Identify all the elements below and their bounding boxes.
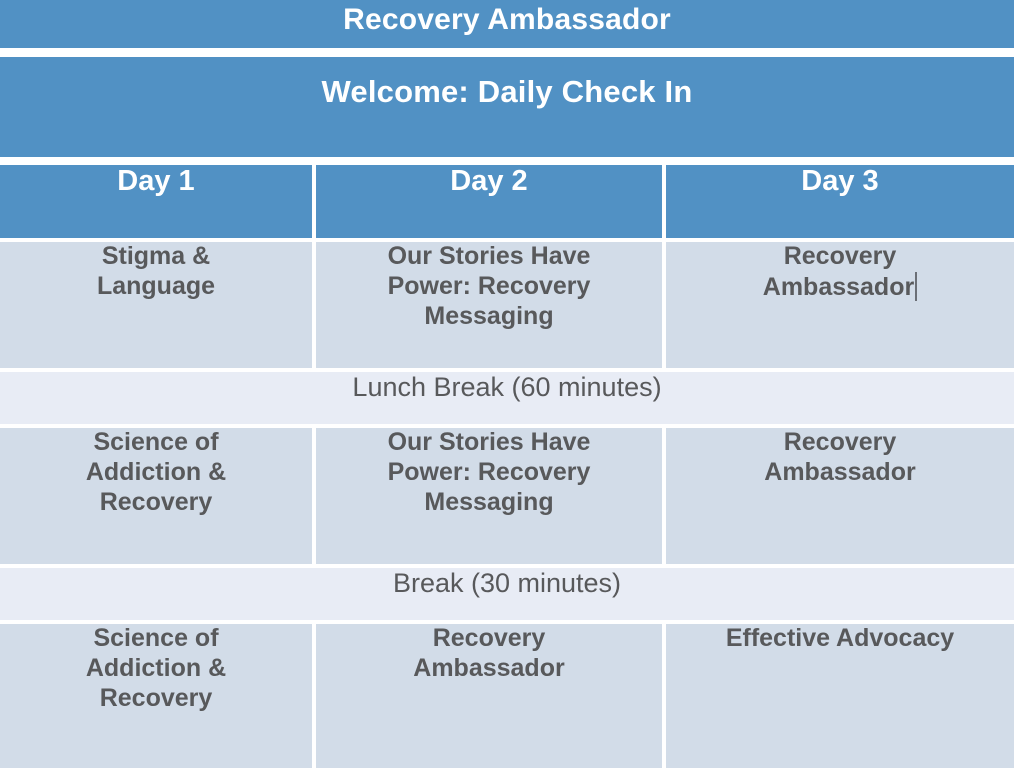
session-cell-text: Stigma & Language xyxy=(96,242,216,300)
session-cell-text: Our Stories Have Power: Recovery Messagi… xyxy=(387,242,591,330)
slide-title: Recovery Ambassador xyxy=(343,3,671,36)
table-row: Break (30 minutes) xyxy=(0,564,1014,620)
session-cell-day3-slot1[interactable]: Recovery Ambassador xyxy=(666,238,1014,368)
table-row: Science of Addiction & Recovery Recovery… xyxy=(0,620,1014,768)
session-cell-day1-slot2[interactable]: Science of Addiction & Recovery xyxy=(0,424,316,564)
table-row: Lunch Break (60 minutes) xyxy=(0,368,1014,424)
session-cell-text: Recovery Ambassador xyxy=(762,242,915,301)
slide-subtitle: Welcome: Daily Check In xyxy=(321,74,693,109)
session-cell-day1-slot1[interactable]: Stigma & Language xyxy=(0,238,316,368)
slide-title-banner: Recovery Ambassador xyxy=(0,0,1014,48)
session-cell-day3-slot3[interactable]: Effective Advocacy xyxy=(666,620,1014,768)
session-cell-text: Recovery Ambassador xyxy=(764,428,916,486)
session-cell-day2-slot3[interactable]: Recovery Ambassador xyxy=(316,620,666,768)
column-header-day-3[interactable]: Day 3 xyxy=(666,165,1014,238)
table-row: Stigma & Language Our Stories Have Power… xyxy=(0,238,1014,368)
session-cell-day2-slot1[interactable]: Our Stories Have Power: Recovery Messagi… xyxy=(316,238,666,368)
session-cell-text: Recovery Ambassador xyxy=(413,624,565,682)
session-cell-text: Science of Addiction & Recovery xyxy=(85,624,227,712)
table-header-row: Day 1 Day 2 Day 3 xyxy=(0,165,1014,238)
session-cell-day1-slot3[interactable]: Science of Addiction & Recovery xyxy=(0,620,316,768)
session-cell-text: Effective Advocacy xyxy=(725,624,955,652)
lunch-break-row[interactable]: Lunch Break (60 minutes) xyxy=(0,368,1014,424)
afternoon-break-row[interactable]: Break (30 minutes) xyxy=(0,564,1014,620)
text-cursor-caret xyxy=(915,271,918,301)
column-header-day-2[interactable]: Day 2 xyxy=(316,165,666,238)
session-cell-day2-slot2[interactable]: Our Stories Have Power: Recovery Messagi… xyxy=(316,424,666,564)
session-cell-day3-slot2[interactable]: Recovery Ambassador xyxy=(666,424,1014,564)
schedule-table: Day 1 Day 2 Day 3 Stigma & Language Our … xyxy=(0,165,1014,768)
session-cell-text: Science of Addiction & Recovery xyxy=(85,428,227,516)
column-header-day-1[interactable]: Day 1 xyxy=(0,165,316,238)
session-cell-text: Our Stories Have Power: Recovery Messagi… xyxy=(387,428,591,516)
slide-subtitle-banner: Welcome: Daily Check In xyxy=(0,57,1014,157)
table-row: Science of Addiction & Recovery Our Stor… xyxy=(0,424,1014,564)
